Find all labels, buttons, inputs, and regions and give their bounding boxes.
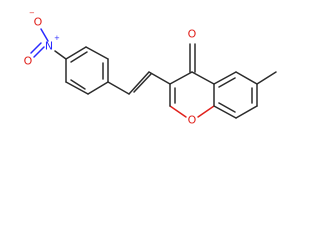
structure-diagram: N + O − O O O: [24, 9, 277, 127]
benzo-ring: [213, 71, 277, 119]
nitro-oxygen-anion-label: O: [34, 16, 43, 29]
positive-charge: +: [54, 34, 60, 42]
pyranone-ring: O O: [169, 28, 215, 127]
nitrophenyl-ring: [65, 46, 109, 95]
vinyl-bridge: [107, 71, 171, 95]
nitro-group: N + O − O: [24, 9, 67, 68]
nitro-oxygen-label: O: [24, 55, 33, 68]
nitrogen-label: N: [45, 40, 53, 53]
ring-oxygen-label: O: [188, 114, 197, 127]
negative-charge: −: [29, 9, 35, 17]
ketone-oxygen-label: O: [188, 28, 197, 41]
